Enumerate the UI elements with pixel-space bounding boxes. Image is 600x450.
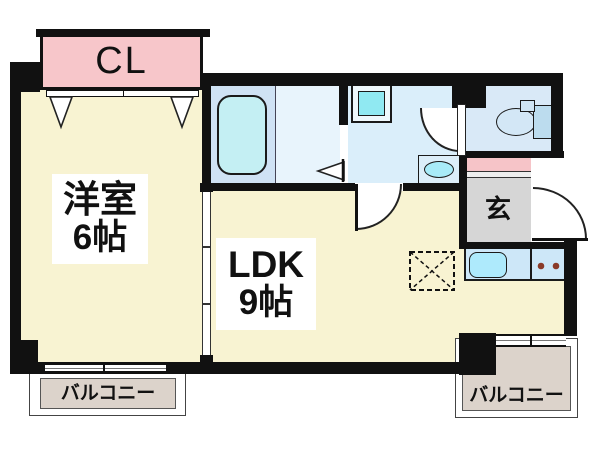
toilet-cistern [520,100,535,112]
front-door-leaf [532,238,588,241]
toilet-icon [496,108,536,136]
wall [551,73,563,158]
western-room-label: 洋室 6帖 [52,174,148,264]
wall [36,29,210,37]
kitchen-counter-divider [530,247,532,281]
room-size: 9帖 [238,283,294,323]
wall [200,355,213,364]
wall [202,73,211,191]
wall-pillar [452,83,486,108]
closet-door-track [46,90,199,97]
wall [202,73,563,86]
room-size: 6帖 [72,218,128,258]
entrance-floor [464,178,531,242]
wall [10,62,21,372]
door-leaf [457,104,466,156]
room-name: LDK [227,244,305,286]
washbasin-bowl [424,161,454,178]
bathtub-icon [217,95,267,175]
front-door-swing-icon [533,187,587,239]
balcony-left-floor [40,378,176,409]
sliding-door-handle [202,303,211,305]
balcony-right-label: バルコニー [469,385,564,407]
kitchen-sink-icon [469,252,507,278]
entrance-pink-strip [464,157,531,171]
sliding-door-icon [202,191,211,362]
wall [459,153,467,249]
wall [564,240,577,336]
window-icon [45,363,166,373]
toilet-tank [533,105,552,139]
balcony-left-label: バルコニー [60,383,156,405]
entrance-step [464,171,531,178]
wall [200,183,213,192]
closet-label: CL [95,39,148,82]
room-name: 洋室 [63,179,137,221]
ldk-label: LDK 9帖 [216,238,316,330]
wall [459,151,564,158]
wall [459,242,566,249]
door-leaf [355,184,358,231]
sliding-door-handle [202,246,211,248]
wall-corner-block [459,333,496,375]
window-icon [496,334,566,347]
changing-area-floor [275,86,340,183]
wall [202,183,461,191]
washing-machine-icon [358,91,385,116]
entrance-label: 玄 [484,194,511,225]
wall [339,73,348,125]
